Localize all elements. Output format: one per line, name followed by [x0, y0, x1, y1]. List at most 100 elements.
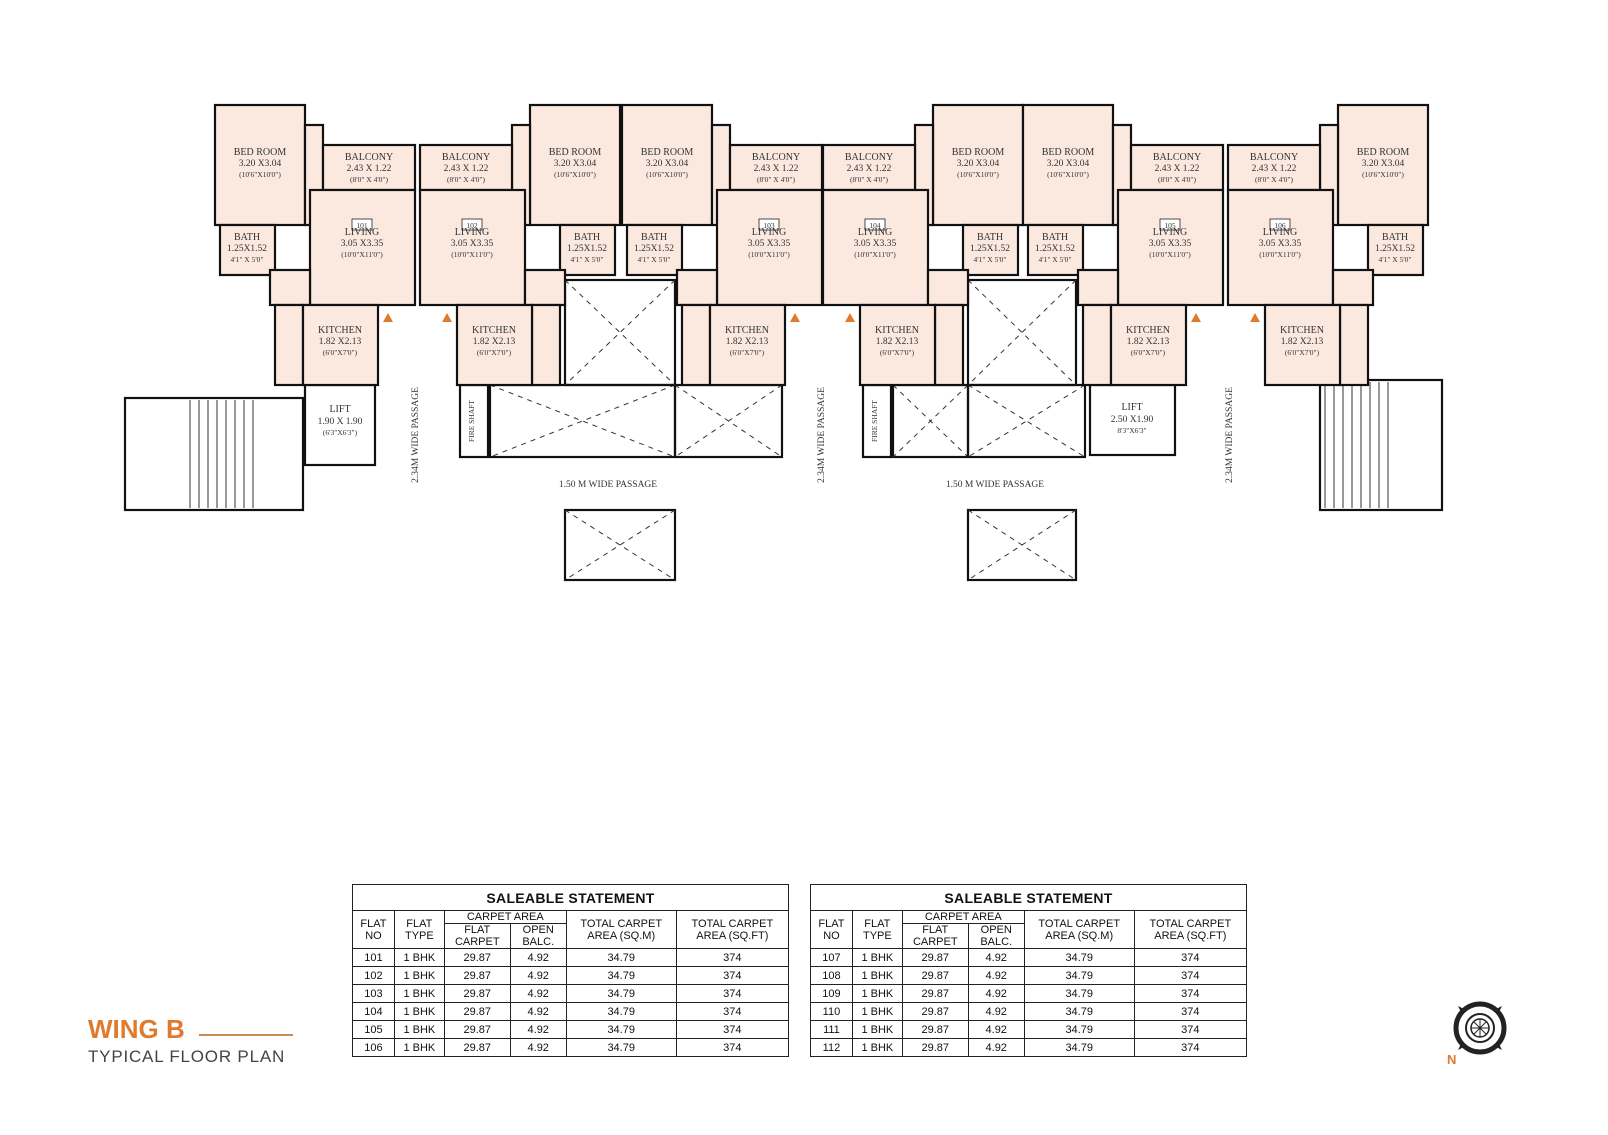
bath: [1026, 223, 1085, 277]
kitchen: [455, 303, 534, 387]
cell-flat-carpet: 29.87: [901, 1038, 969, 1057]
kitchen-label: KITCHEN: [1126, 325, 1170, 336]
duct: [563, 278, 677, 387]
bedroom-size-m: 3.20 X3.04: [239, 159, 282, 169]
passage-label-right: 1.50 M WIDE PASSAGE: [946, 480, 1044, 490]
bath-size-ft: 4'1" X 5'0": [231, 255, 264, 264]
wc: [1076, 268, 1120, 307]
bath: [625, 223, 684, 277]
balcony-size-ft: (8'0" X 4'0"): [850, 175, 888, 184]
cell-flat-no: 112: [810, 1038, 853, 1057]
cell-flat-carpet: 29.87: [901, 966, 969, 985]
cell-total-sqm: 34.79: [565, 984, 677, 1003]
cell-flat-carpet: 29.87: [443, 984, 511, 1003]
staircase-left: [123, 396, 305, 512]
cell-total-sqft: 374: [675, 1038, 790, 1057]
kitchen: [1263, 303, 1342, 387]
balcony-size-m: 2.43 X 1.22: [1155, 164, 1200, 174]
living-label: LIVING: [1153, 227, 1187, 238]
cell-flat-carpet: 29.87: [901, 1020, 969, 1039]
balcony-size-ft: (8'0" X 4'0"): [1255, 175, 1293, 184]
table-title: SALEABLE STATEMENT: [352, 884, 789, 911]
kitchen-size-ft: (6'0"X7'0"): [730, 348, 765, 357]
balcony-size-ft: (8'0" X 4'0"): [447, 175, 485, 184]
title-underline: [198, 1034, 293, 1036]
cell-flat-no: 101: [352, 948, 395, 967]
bedroom-label: BED ROOM: [1357, 147, 1410, 158]
living-label: LIVING: [1263, 227, 1297, 238]
col-total-sqm: TOTAL CARPET AREA (SQ.M): [1023, 910, 1135, 949]
bedroom-label: BED ROOM: [234, 147, 287, 158]
col-total-sqm: TOTAL CARPET AREA (SQ.M): [565, 910, 677, 949]
living-size-ft: (10'0"X11'0"): [748, 250, 790, 259]
bath-size-m: 1.25X1.52: [1035, 244, 1075, 254]
bedroom-label: BED ROOM: [549, 147, 602, 158]
bath-size-m: 1.25X1.52: [567, 244, 607, 254]
table-title: SALEABLE STATEMENT: [810, 884, 1247, 911]
cell-open-balc: 4.92: [509, 984, 567, 1003]
living-size-m: 3.05 X3.35: [1149, 239, 1192, 249]
living: [1116, 188, 1225, 307]
balcony-label: BALCONY: [1153, 152, 1201, 163]
bedroom-size-m: 3.20 X3.04: [957, 159, 1000, 169]
enc-balcony: [680, 303, 712, 387]
enc-balcony: [1081, 303, 1113, 387]
cell-flat-no: 106: [352, 1038, 395, 1057]
passage-label: 2.34M WIDE PASSAGE: [817, 387, 827, 483]
cell-open-balc: 4.92: [967, 1002, 1025, 1021]
bath-size-m: 1.25X1.52: [227, 244, 267, 254]
wc: [675, 268, 719, 307]
kitchen: [301, 303, 380, 387]
duct: [966, 508, 1078, 582]
bath-label: BATH: [574, 232, 600, 243]
cell-open-balc: 4.92: [967, 966, 1025, 985]
entry-arrow-icon: [442, 313, 452, 322]
col-flat-type: FLAT TYPE: [851, 910, 903, 949]
fire-shaft-label: FIRE SHAFT: [467, 400, 476, 442]
living-label: LIVING: [455, 227, 489, 238]
kitchen-label: KITCHEN: [875, 325, 919, 336]
bath-label: BATH: [641, 232, 667, 243]
saleable-table-left: SALEABLE STATEMENT FLAT NO FLAT TYPE CAR…: [352, 884, 790, 1057]
cell-flat-no: 107: [810, 948, 853, 967]
col-open-balc: OPEN BALC.: [967, 923, 1025, 949]
cell-flat-no: 102: [352, 966, 395, 985]
kitchen-size-m: 1.82 X2.13: [726, 337, 769, 347]
bath-size-ft: 4'1" X 5'0": [1379, 255, 1412, 264]
cell-open-balc: 4.92: [509, 1020, 567, 1039]
bedroom-size-ft: (10'6"X10'0"): [957, 170, 999, 179]
bath-size-ft: 4'1" X 5'0": [974, 255, 1007, 264]
cell-open-balc: 4.92: [967, 948, 1025, 967]
cell-flat-no: 103: [352, 984, 395, 1003]
passage-label: 2.34M WIDE PASSAGE: [1225, 387, 1235, 483]
kitchen-size-ft: (6'0"X7'0"): [880, 348, 915, 357]
entry-arrow-icon: [1191, 313, 1201, 322]
bedroom-label: BED ROOM: [1042, 147, 1095, 158]
cell-flat-type: 1 BHK: [393, 948, 445, 967]
bath-size-ft: 4'1" X 5'0": [571, 255, 604, 264]
cell-flat-carpet: 29.87: [901, 1002, 969, 1021]
bath-size-ft: 4'1" X 5'0": [638, 255, 671, 264]
bath-label: BATH: [1382, 232, 1408, 243]
col-flat-type: FLAT TYPE: [393, 910, 445, 949]
cell-total-sqm: 34.79: [1023, 966, 1135, 985]
bedroom-size-m: 3.20 X3.04: [1047, 159, 1090, 169]
cell-open-balc: 4.92: [509, 1002, 567, 1021]
col-total-sqft: TOTAL CARPET AREA (SQ.FT): [675, 910, 790, 949]
cell-flat-carpet: 29.87: [901, 984, 969, 1003]
wing-name: WING B: [88, 1014, 185, 1044]
balcony-size-m: 2.43 X 1.22: [1252, 164, 1297, 174]
kitchen-label: KITCHEN: [472, 325, 516, 336]
bedroom-size-ft: (10'6"X10'0"): [1047, 170, 1089, 179]
cell-total-sqft: 374: [675, 948, 790, 967]
balcony-size-m: 2.43 X 1.22: [347, 164, 392, 174]
bath-size-ft: 4'1" X 5'0": [1039, 255, 1072, 264]
cell-total-sqft: 374: [1133, 1038, 1248, 1057]
enc-balcony: [273, 303, 305, 387]
kitchen: [708, 303, 787, 387]
cell-total-sqft: 374: [675, 966, 790, 985]
